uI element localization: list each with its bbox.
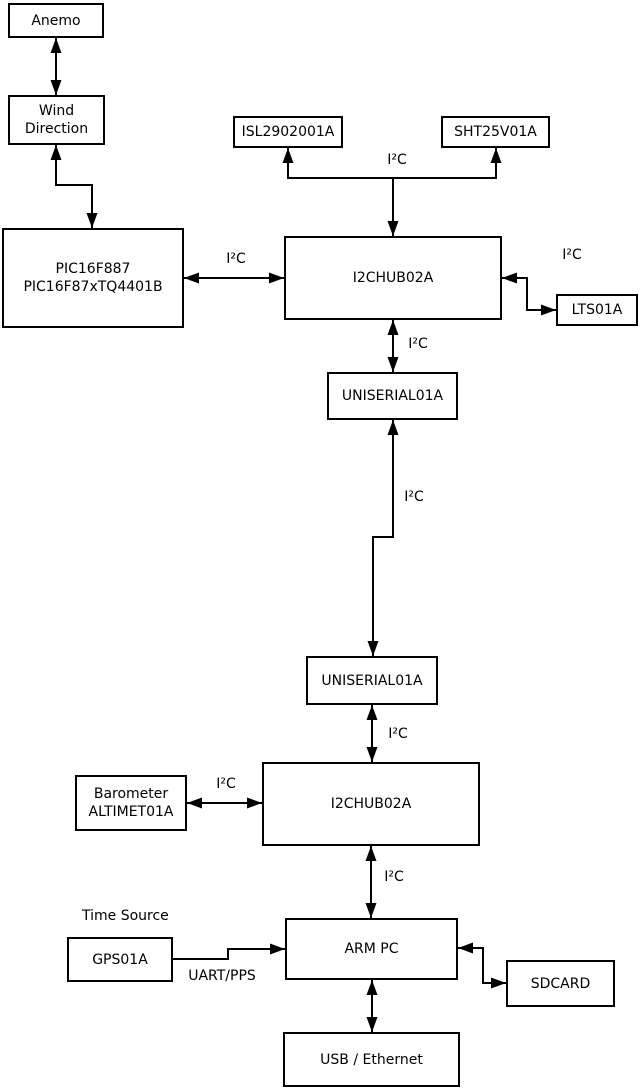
edge-label-i2c-bus-top: I²C <box>387 152 407 168</box>
node-sht25v01a-label: SHT25V01A <box>454 124 537 140</box>
node-i2chub02a-top: I2CHUB02A <box>284 236 502 320</box>
node-isl2902001a-label: ISL2902001A <box>241 124 335 140</box>
node-gps01a-label: GPS01A <box>92 951 148 968</box>
annotation-time-source: Time Source <box>82 908 169 924</box>
node-pic16f887-line1: PIC16F887 <box>55 261 131 277</box>
node-anemo-label: Anemo <box>31 12 81 29</box>
node-sdcard: SDCARD <box>506 960 615 1007</box>
connector-armpc-sdcard <box>458 942 506 989</box>
edge-label-i2c-uniserial-link: I²C <box>404 489 424 505</box>
connector-i2chub-top-lts <box>502 272 556 316</box>
node-uniserial01a-bottom: UNISERIAL01A <box>306 656 438 705</box>
node-lts01a-label: LTS01A <box>571 302 623 318</box>
node-arm-pc-label: ARM PC <box>344 941 399 957</box>
connector-gps-armpc <box>173 943 285 960</box>
edge-label-i2c-pic-hub: I²C <box>226 251 246 267</box>
edge-label-i2c-hub-uniserial: I²C <box>408 336 428 352</box>
connector-uniserial-top-uniserial-bottom <box>367 420 399 656</box>
edge-label-i2c-barometer-hub2: I²C <box>216 776 236 792</box>
node-wind-direction-line2: Direction <box>24 121 89 137</box>
edge-label-i2c-hub2-armpc: I²C <box>384 869 404 885</box>
node-lts01a: LTS01A <box>556 294 638 326</box>
node-pic16f887-line2: PIC16F87xTQ4401B <box>23 279 163 295</box>
connector-winddirection-pic <box>50 145 98 228</box>
edge-label-i2c-hub-lts: I²C <box>562 247 582 263</box>
node-i2chub02a-bottom-label: I2CHUB02A <box>330 796 412 812</box>
node-sdcard-label: SDCARD <box>530 975 591 992</box>
node-wind-direction: Wind Direction <box>8 95 105 145</box>
node-barometer-line2: ALTIMET01A <box>88 804 174 820</box>
node-barometer-altimet01a: Barometer ALTIMET01A <box>75 775 187 831</box>
node-barometer-line1: Barometer <box>93 786 169 802</box>
node-uniserial01a-top: UNISERIAL01A <box>327 372 458 420</box>
node-gps01a: GPS01A <box>67 937 173 982</box>
node-usb-ethernet: USB / Ethernet <box>283 1032 460 1087</box>
node-anemo: Anemo <box>8 3 104 38</box>
edge-label-i2c-uniserial-hub2: I²C <box>388 726 408 742</box>
node-uniserial01a-bottom-label: UNISERIAL01A <box>321 672 423 689</box>
node-arm-pc: ARM PC <box>285 918 458 980</box>
node-uniserial01a-top-label: UNISERIAL01A <box>341 388 444 404</box>
node-usb-ethernet-label: USB / Ethernet <box>320 1051 423 1068</box>
node-i2chub02a-top-label: I2CHUB02A <box>352 270 434 286</box>
node-wind-direction-line1: Wind <box>38 103 75 119</box>
node-isl2902001a: ISL2902001A <box>233 116 343 148</box>
node-pic16f887: PIC16F887 PIC16F87xTQ4401B <box>2 228 184 328</box>
edge-label-uart-pps: UART/PPS <box>188 968 256 984</box>
node-sht25v01a: SHT25V01A <box>441 116 550 148</box>
node-i2chub02a-bottom: I2CHUB02A <box>262 762 480 846</box>
